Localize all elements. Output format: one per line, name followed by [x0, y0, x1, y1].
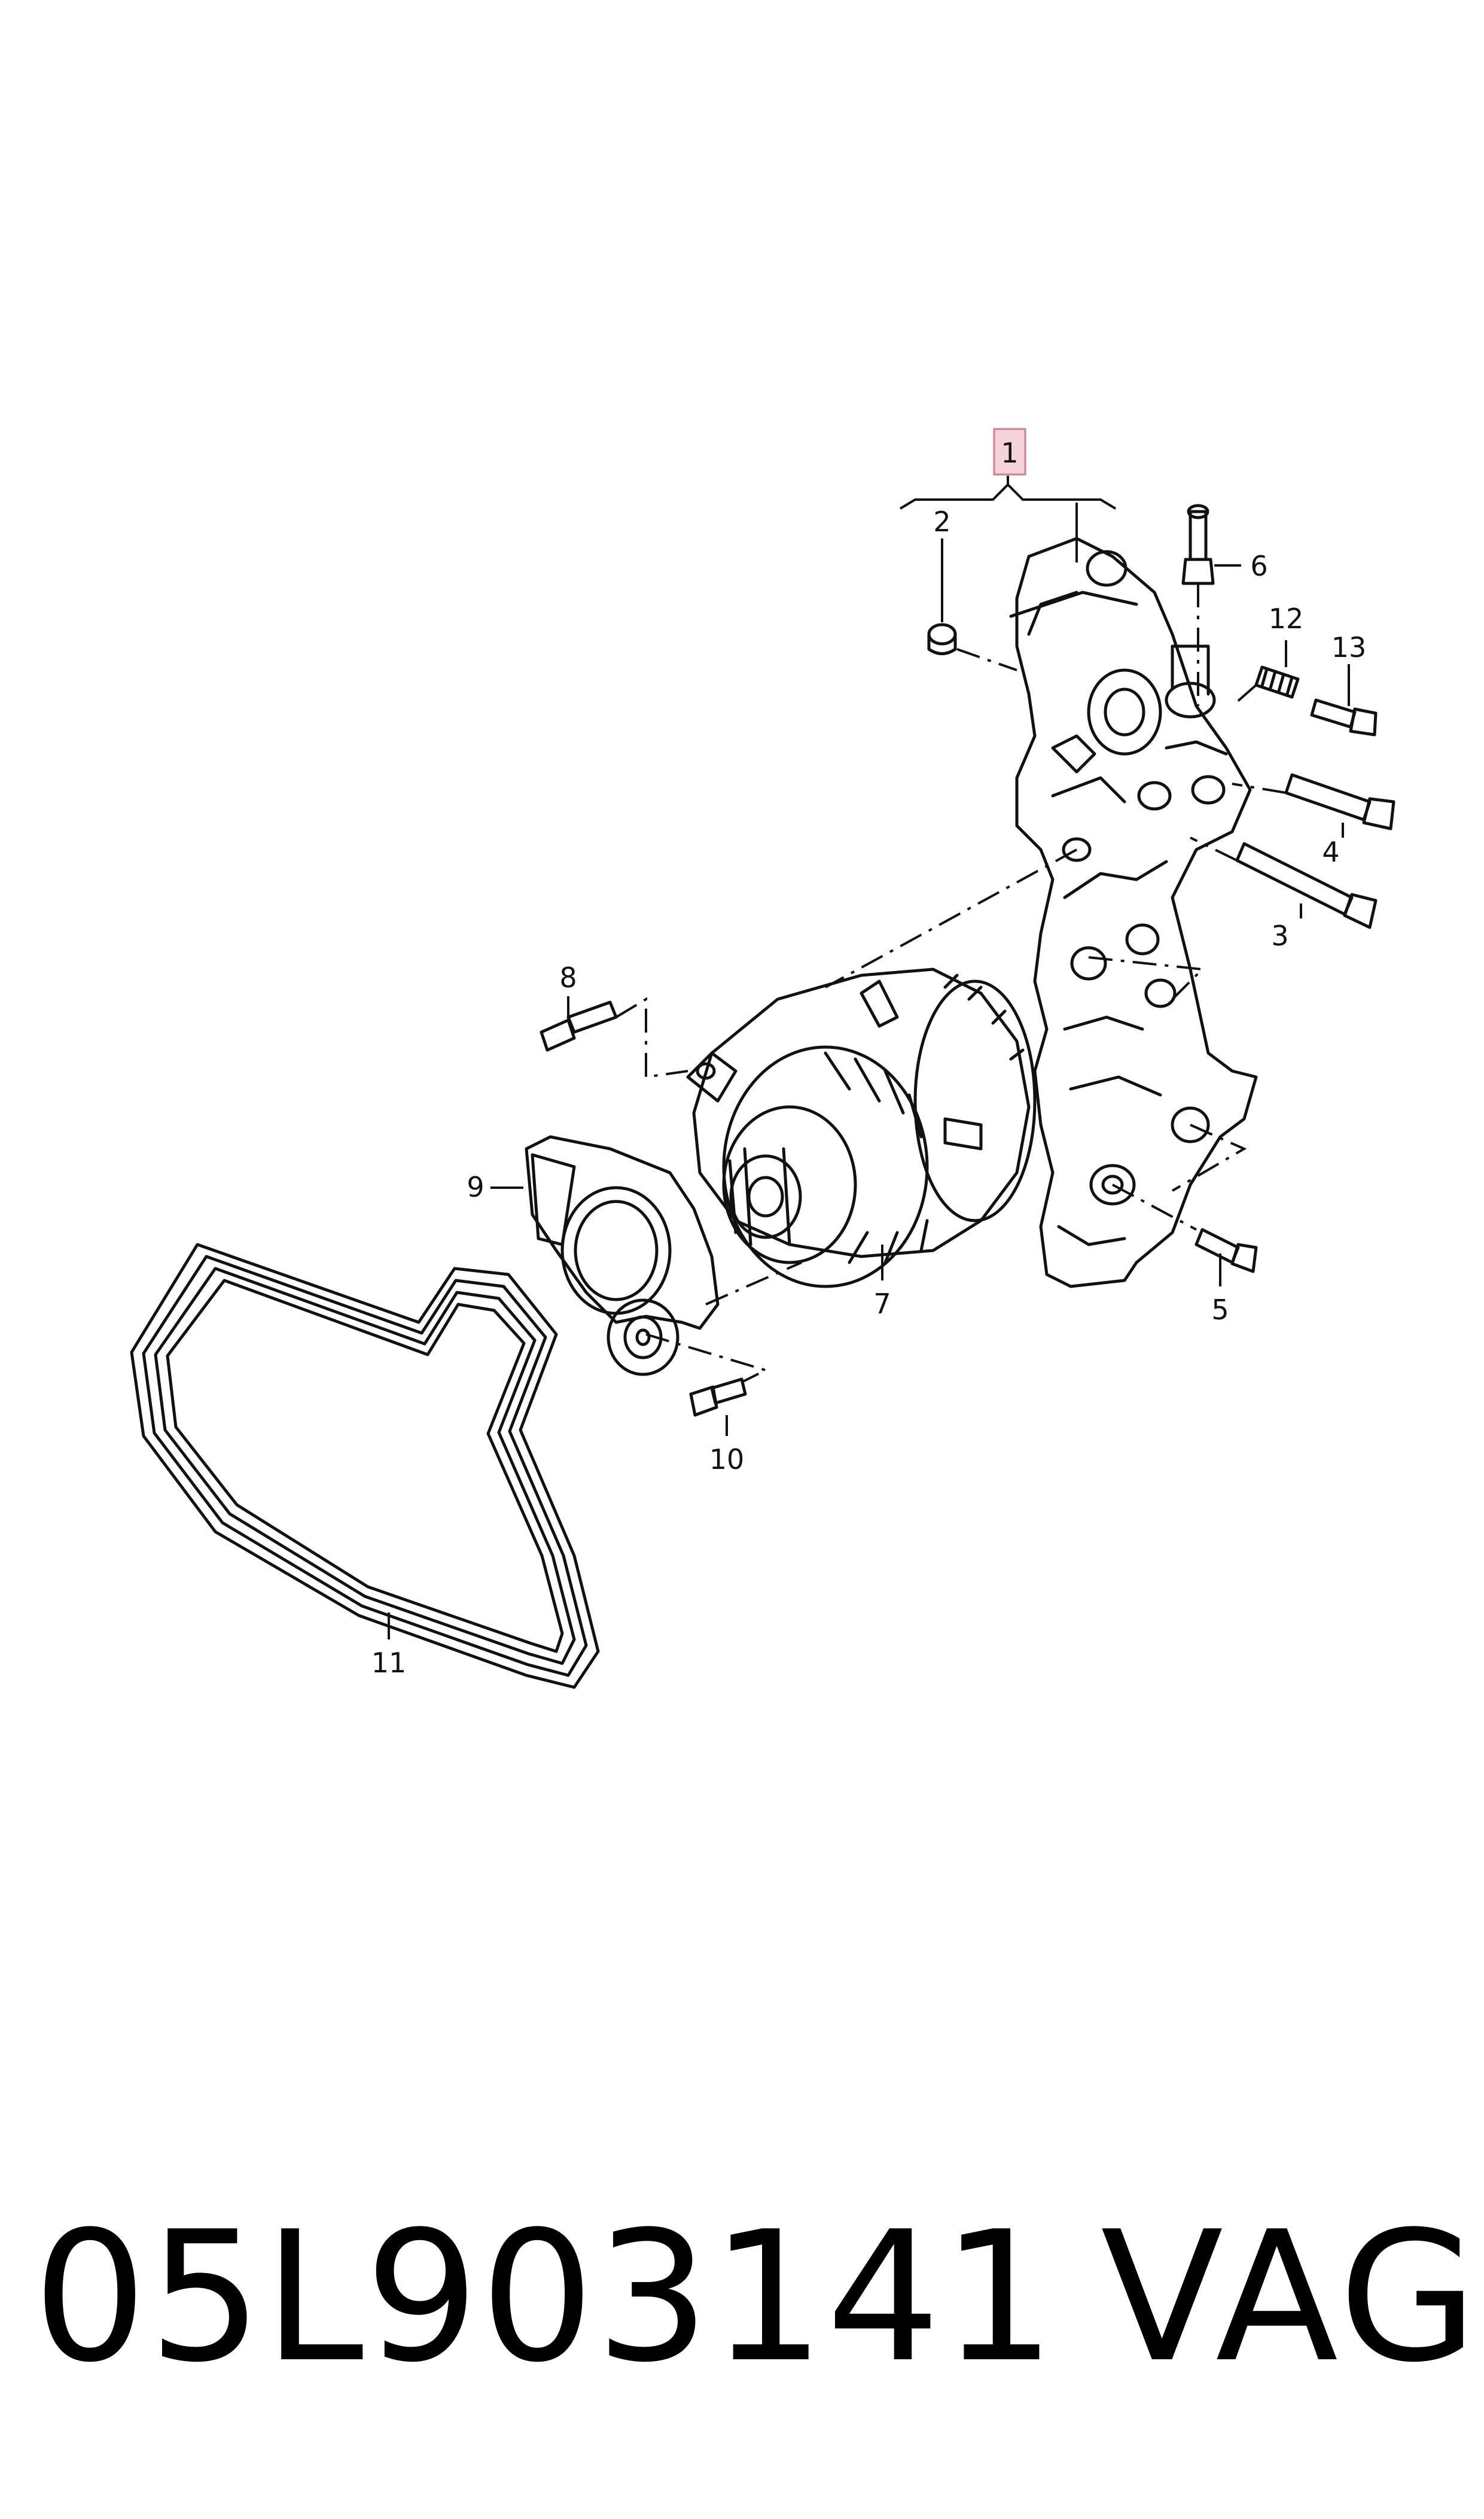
callout-3: 3 [1271, 920, 1288, 952]
brand-name: VAG [1101, 2193, 1482, 2402]
bolt-part-13 [1310, 698, 1378, 737]
sleeve-part-2 [927, 623, 957, 655]
callout-1-highlight [993, 428, 1026, 476]
callout-6: 6 [1250, 550, 1267, 582]
callout-8: 8 [559, 962, 577, 994]
alternator-bracket [1009, 537, 1258, 1288]
exploded-parts-diagram: 1 2 6 12 13 4 3 5 8 7 9 10 11 [130, 428, 1395, 1689]
bolt-part-4 [1284, 773, 1395, 830]
callout-4: 4 [1322, 836, 1339, 868]
callout-7: 7 [873, 1288, 891, 1320]
part-number: 05L903141 [33, 2193, 1058, 2402]
callout-9: 9 [467, 1171, 484, 1203]
callout-5: 5 [1211, 1294, 1229, 1326]
bolt-part-8 [540, 1000, 618, 1052]
bolt-part-6 [1181, 504, 1215, 585]
poly-v-belt-part-11 [130, 1243, 600, 1689]
callout-12: 12 [1269, 603, 1304, 635]
callout-13: 13 [1331, 631, 1367, 664]
bolt-part-10 [689, 1377, 747, 1417]
bolt-part-5 [1194, 1228, 1258, 1273]
stud-part-12 [1254, 665, 1300, 699]
callout-11: 11 [371, 1647, 407, 1679]
bolt-part-3 [1235, 842, 1378, 929]
belt-tensioner-part-9 [525, 1135, 720, 1376]
callout-10: 10 [709, 1443, 745, 1475]
alternator-part-7 [686, 968, 1037, 1288]
callout-2: 2 [933, 506, 950, 538]
callout-1: 1 [1001, 437, 1018, 469]
